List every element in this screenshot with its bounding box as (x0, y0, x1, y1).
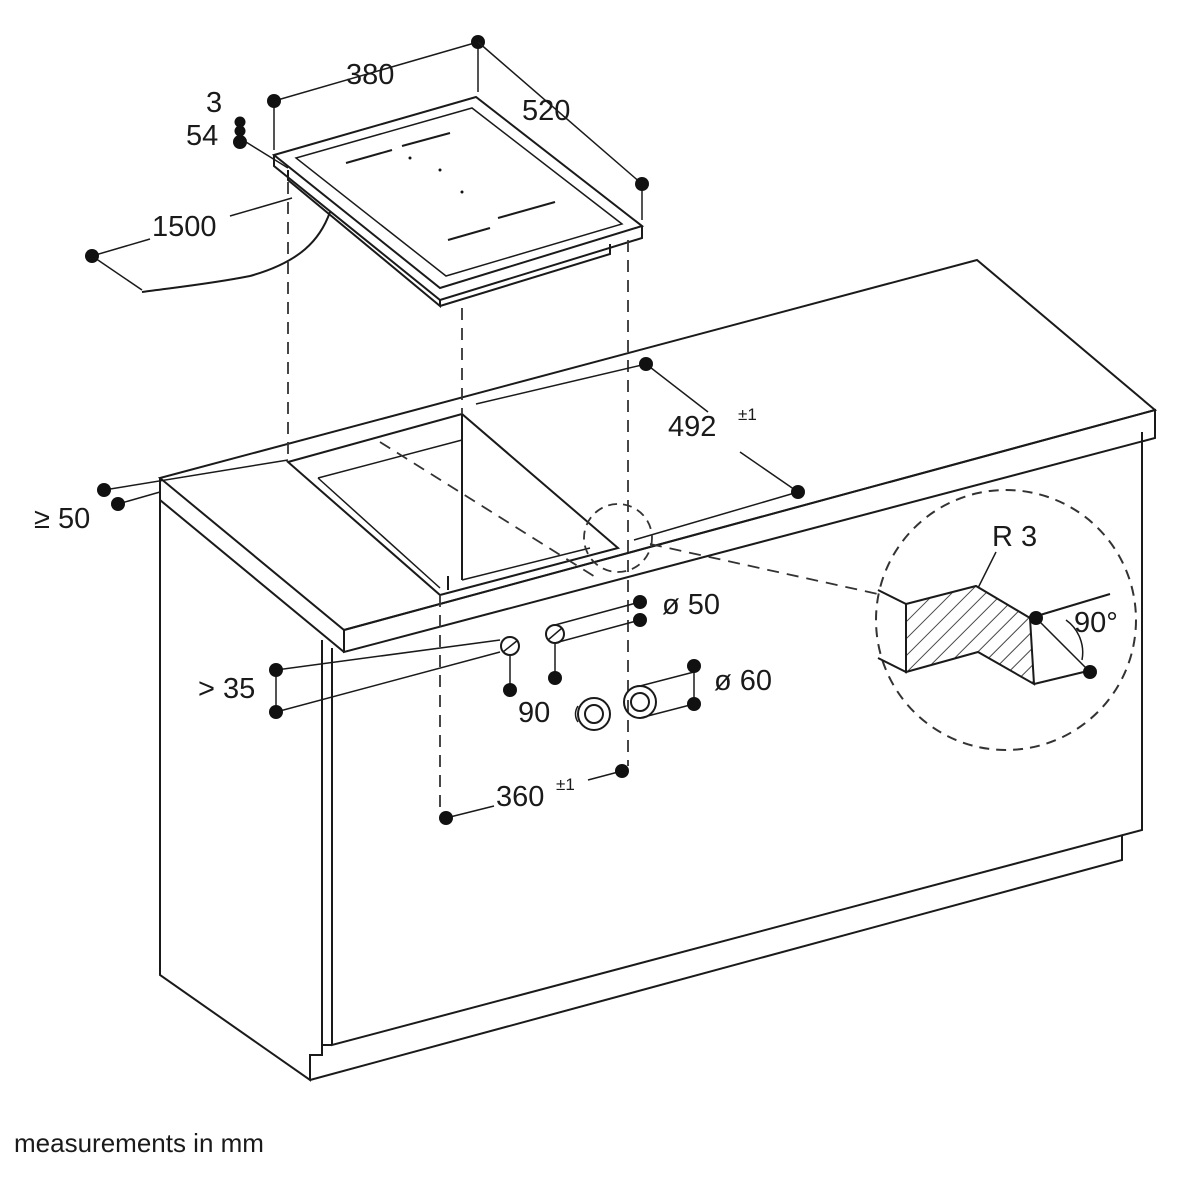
hob (141, 95, 645, 309)
dim-front-edge (97, 459, 289, 511)
dim-cutout-depth (475, 357, 805, 541)
label-hole-small: ø 50 (662, 589, 720, 621)
label-cutout-depth-tol: ±1 (738, 405, 757, 424)
worktop-cutout (285, 412, 621, 597)
dim-cable (85, 197, 293, 291)
label-hole-large: ø 60 (714, 665, 772, 697)
label-hob-depth: 520 (522, 95, 570, 127)
detail-marker (583, 503, 653, 573)
dim-hob-width (267, 35, 485, 150)
ventilation-holes (574, 659, 701, 731)
projection-lines (287, 182, 629, 815)
label-hob-height: 54 (186, 120, 218, 152)
label-cutout-depth: 492 (668, 411, 716, 443)
detail-leader (649, 543, 879, 595)
label-front-edge: ≥ 50 (34, 503, 90, 535)
label-hob-top: 3 (206, 87, 222, 119)
label-hob-width: 380 (346, 59, 394, 91)
label-hole-offset: > 35 (198, 673, 255, 705)
label-cable: 1500 (152, 211, 217, 243)
label-detail-angle: 90° (1074, 607, 1118, 639)
label-radius: R 3 (992, 521, 1037, 553)
edge-detail (875, 489, 1137, 751)
dim-hob-height (233, 116, 289, 169)
dim-hob-depth (477, 41, 649, 220)
dim-hole-offset (269, 639, 501, 719)
label-angle: 90 (518, 697, 550, 729)
label-cutout-width: 360 (496, 781, 544, 813)
dim-cutout-width (439, 764, 629, 825)
cabinet (157, 258, 1158, 1082)
cable-holes (500, 595, 647, 697)
label-cutout-width-tol: ±1 (556, 775, 575, 794)
units-note: measurements in mm (14, 1128, 264, 1158)
